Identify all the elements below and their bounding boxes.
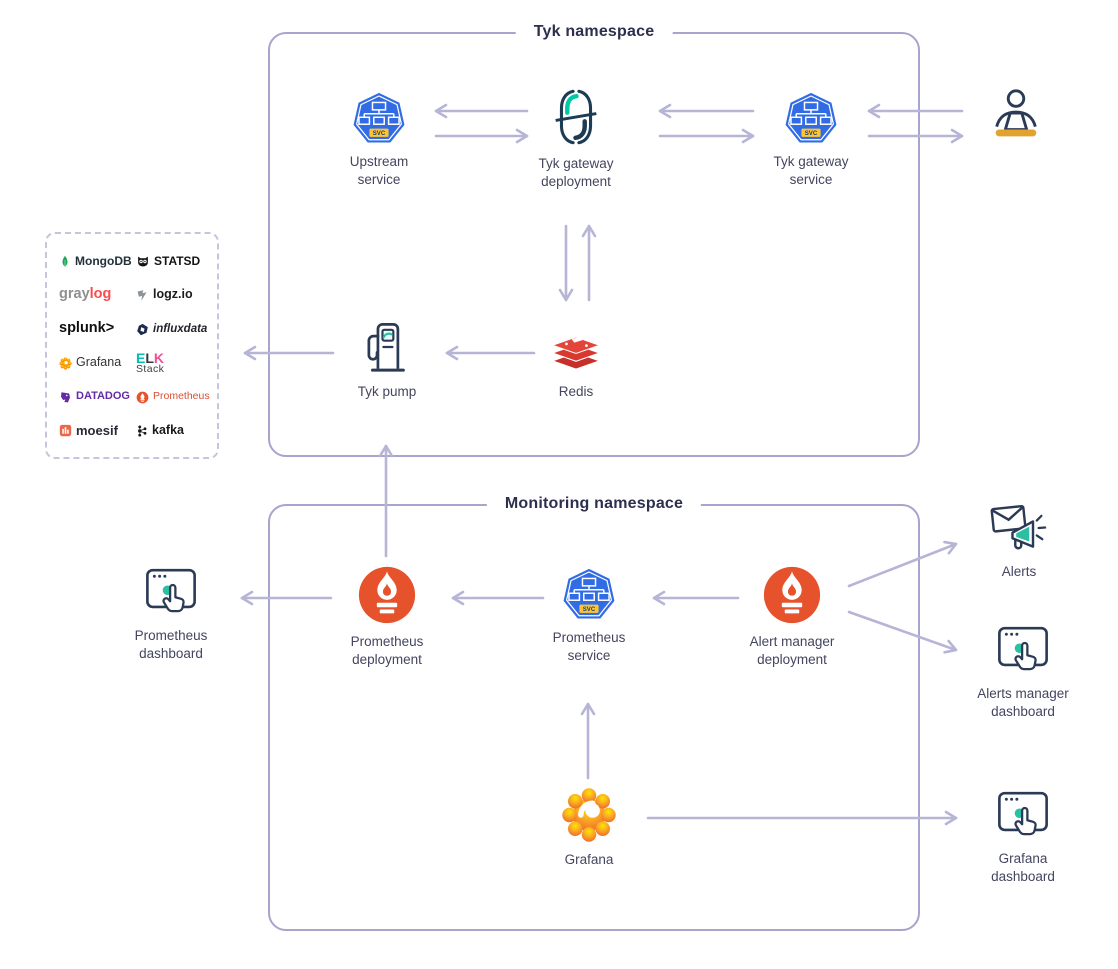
analytics-tool-label: Grafana <box>76 355 122 370</box>
node-tyk-gateway-deployment: Tyk gateway deployment <box>510 86 642 191</box>
fuel-pump-icon <box>358 318 416 376</box>
node-label-redis: Redis <box>558 384 594 399</box>
prometheus-flame-icon <box>136 391 149 404</box>
node-alert-manager-deployment: Alert manager deployment <box>726 564 858 669</box>
browser-click-icon <box>995 787 1051 843</box>
node-tyk-pump: Tyk pump <box>321 318 453 401</box>
node-label-tyk-pump: Tyk pump <box>357 384 417 399</box>
analytics-tool-datadog: DATADOG <box>59 391 134 404</box>
node-label-grafana: Grafana <box>564 852 614 867</box>
tyk-namespace-title: Tyk namespace <box>515 23 673 41</box>
moesif-icon <box>59 424 72 437</box>
redis-icon <box>548 324 604 376</box>
analytics-tool-mongodb: MongoDB <box>59 254 134 269</box>
node-label-prometheus-service: Prometheus service <box>552 630 626 663</box>
node-prometheus-service: SVC Prometheus service <box>523 568 655 665</box>
logzio-icon <box>136 289 149 302</box>
node-label-tyk-gateway-service: Tyk gateway service <box>773 154 849 187</box>
tyk-namespace-box: Tyk namespace <box>268 23 920 457</box>
analytics-tool-logzio: logz.io <box>136 288 211 301</box>
node-redis: Redis <box>510 324 642 401</box>
node-tyk-gateway-service: SVC Tyk gateway service <box>745 92 877 189</box>
node-label-grafana-dashboard: Grafana dashboard <box>991 851 1055 884</box>
node-user <box>950 86 1082 146</box>
analytics-tool-label: splunk> <box>59 320 115 337</box>
svc-badge: SVC <box>583 606 596 613</box>
node-alerts-manager-dashboard: Alerts manager dashboard <box>957 622 1089 721</box>
analytics-tool-label: logz.io <box>153 287 193 302</box>
analytics-tool-label: influxdata <box>153 322 208 335</box>
monitoring-namespace-title: Monitoring namespace <box>486 495 702 513</box>
prometheus-icon <box>761 564 823 626</box>
analytics-tool-label: moesif <box>76 423 118 439</box>
svc-badge: SVC <box>373 130 386 137</box>
alert-megaphone-icon <box>989 500 1049 556</box>
node-label-prometheus-deployment: Prometheus deployment <box>350 634 424 667</box>
tyk-icon <box>545 86 607 148</box>
grafana-flower-icon <box>59 356 72 370</box>
node-label-tyk-gateway-deployment: Tyk gateway deployment <box>538 156 614 189</box>
kubernetes-service-icon: SVC <box>351 92 407 146</box>
node-label-alerts: Alerts <box>1001 564 1037 579</box>
analytics-tool-kafka: kafka <box>136 424 211 438</box>
kubernetes-service-icon: SVC <box>783 92 839 146</box>
datadog-icon <box>59 391 72 404</box>
analytics-tool-moesif: moesif <box>59 424 134 438</box>
browser-click-icon <box>143 564 199 620</box>
analytics-tool-label: kafka <box>152 423 184 438</box>
analytics-tool-statsd: STATSD <box>136 255 211 268</box>
user-laptop-icon <box>985 86 1047 146</box>
analytics-tool-prometheus: Prometheus <box>136 391 211 404</box>
node-label-prometheus-dashboard: Prometheus dashboard <box>134 628 208 661</box>
analytics-tool-label: Prometheus <box>153 390 210 403</box>
analytics-tool-label: STATSD <box>154 253 201 268</box>
node-label-upstream-service: Upstream service <box>349 154 409 187</box>
node-label-alert-manager-deployment: Alert manager deployment <box>749 634 835 667</box>
node-label-alerts-manager-dashboard: Alerts manager dashboard <box>977 686 1069 719</box>
browser-click-icon <box>995 622 1051 678</box>
node-upstream-service: SVC Upstream service <box>313 92 445 189</box>
kafka-icon <box>136 424 148 438</box>
kubernetes-service-icon: SVC <box>561 568 617 622</box>
influxdata-icon <box>136 323 149 336</box>
mongodb-leaf-icon <box>59 254 71 269</box>
analytics-tool-influxdata: influxdata <box>136 323 211 336</box>
analytics-tool-grafana: Grafana <box>59 355 134 370</box>
node-prometheus-dashboard: Prometheus dashboard <box>105 564 237 663</box>
grafana-icon <box>560 786 618 844</box>
statsd-owl-icon <box>136 255 150 268</box>
analytics-tool-label: MongoDB <box>75 253 132 268</box>
svc-badge: SVC <box>805 130 818 137</box>
monitoring-namespace-box: Monitoring namespace <box>268 495 920 931</box>
node-grafana-dashboard: Grafana dashboard <box>957 787 1089 886</box>
node-alerts: Alerts <box>953 500 1085 581</box>
prometheus-icon <box>356 564 418 626</box>
analytics-tool-splunk: splunk> <box>59 321 134 336</box>
node-prometheus-deployment: Prometheus deployment <box>321 564 453 669</box>
analytics-tool-label: DATADOG <box>76 390 130 403</box>
node-grafana: Grafana <box>523 786 655 869</box>
